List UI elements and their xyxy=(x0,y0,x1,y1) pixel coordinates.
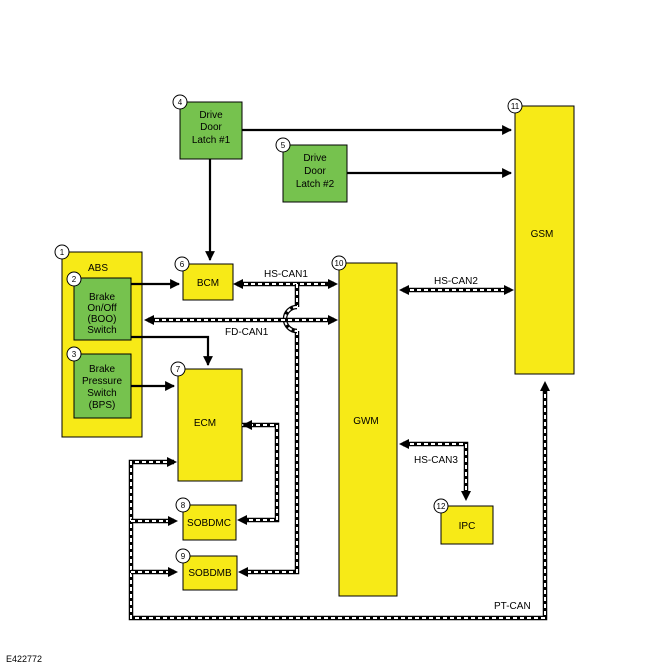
boo-label-3: (BOO) xyxy=(88,314,117,325)
hardwired-connections xyxy=(131,125,512,391)
boo-label-2: On/Off xyxy=(87,303,116,314)
gsm-module: GSM 11 xyxy=(507,98,575,375)
ddl2-label-3: Latch #2 xyxy=(296,179,335,190)
hs-can3-bus xyxy=(403,441,469,496)
ipc-label: IPC xyxy=(459,521,476,532)
ddl1-label-1: Drive xyxy=(199,110,223,121)
bps-number: 3 xyxy=(72,350,77,359)
drive-door-latch-1: Drive Door Latch #1 4 xyxy=(172,94,243,160)
can-arrowheads xyxy=(144,279,550,577)
gsm-label: GSM xyxy=(531,229,554,240)
wire-boo-ecm xyxy=(131,335,213,366)
abs-label: ABS xyxy=(88,263,108,274)
bcm-module: BCM 6 xyxy=(174,256,234,301)
bcm-label: BCM xyxy=(197,278,219,289)
sobdmb-number: 9 xyxy=(181,552,186,561)
pt-can-bus xyxy=(128,386,548,621)
hs-can3-label: HS-CAN3 xyxy=(414,455,458,466)
ecm-module: ECM 7 xyxy=(170,361,243,482)
sobdmb-label: SOBDMB xyxy=(188,568,232,579)
gwm-module: GWM 10 xyxy=(331,255,398,597)
ipc-number: 12 xyxy=(437,502,446,511)
bps-switch: Brake Pressure Switch (BPS) 3 xyxy=(66,346,132,419)
gsm-number: 11 xyxy=(511,102,520,111)
figure-id: E422772 xyxy=(6,654,42,664)
bcm-number: 6 xyxy=(180,260,185,269)
drive-door-latch-2: Drive Door Latch #2 5 xyxy=(275,137,348,203)
boo-number: 2 xyxy=(72,275,77,284)
boo-label-4: Switch xyxy=(87,325,116,336)
bps-label-1: Brake xyxy=(89,364,116,375)
boo-switch: Brake On/Off (BOO) Switch 2 xyxy=(66,271,132,341)
hs-can1-label: HS-CAN1 xyxy=(264,269,308,280)
ecm-number: 7 xyxy=(176,365,181,374)
pt-can-label: PT-CAN xyxy=(494,601,531,612)
ecm-label: ECM xyxy=(194,418,216,429)
ddl1-number: 4 xyxy=(178,98,183,107)
ddl1-label-3: Latch #1 xyxy=(192,135,231,146)
abs-number: 1 xyxy=(60,248,65,257)
ddl2-number: 5 xyxy=(281,141,286,150)
bps-label-4: (BPS) xyxy=(89,400,116,411)
sobdmb-module: SOBDMB 9 xyxy=(175,548,238,591)
hs-can2-label: HS-CAN2 xyxy=(434,276,478,287)
sobdmc-module: SOBDMC 8 xyxy=(175,497,237,541)
bps-label-3: Switch xyxy=(87,388,116,399)
gwm-label: GWM xyxy=(353,416,379,427)
ddl2-label-1: Drive xyxy=(303,153,327,164)
ipc-module: IPC 12 xyxy=(433,498,494,545)
can-networks xyxy=(128,279,550,621)
hs-can1-bus xyxy=(237,281,334,575)
bps-label-2: Pressure xyxy=(82,376,122,387)
fd-can1-label: FD-CAN1 xyxy=(225,327,269,338)
boo-label-1: Brake xyxy=(89,292,116,303)
ddl1-label-2: Door xyxy=(200,122,222,133)
sobdmc-number: 8 xyxy=(181,501,186,510)
ddl2-label-2: Door xyxy=(304,166,326,177)
gwm-number: 10 xyxy=(335,259,344,268)
sobdmc-label: SOBDMC xyxy=(187,518,231,529)
